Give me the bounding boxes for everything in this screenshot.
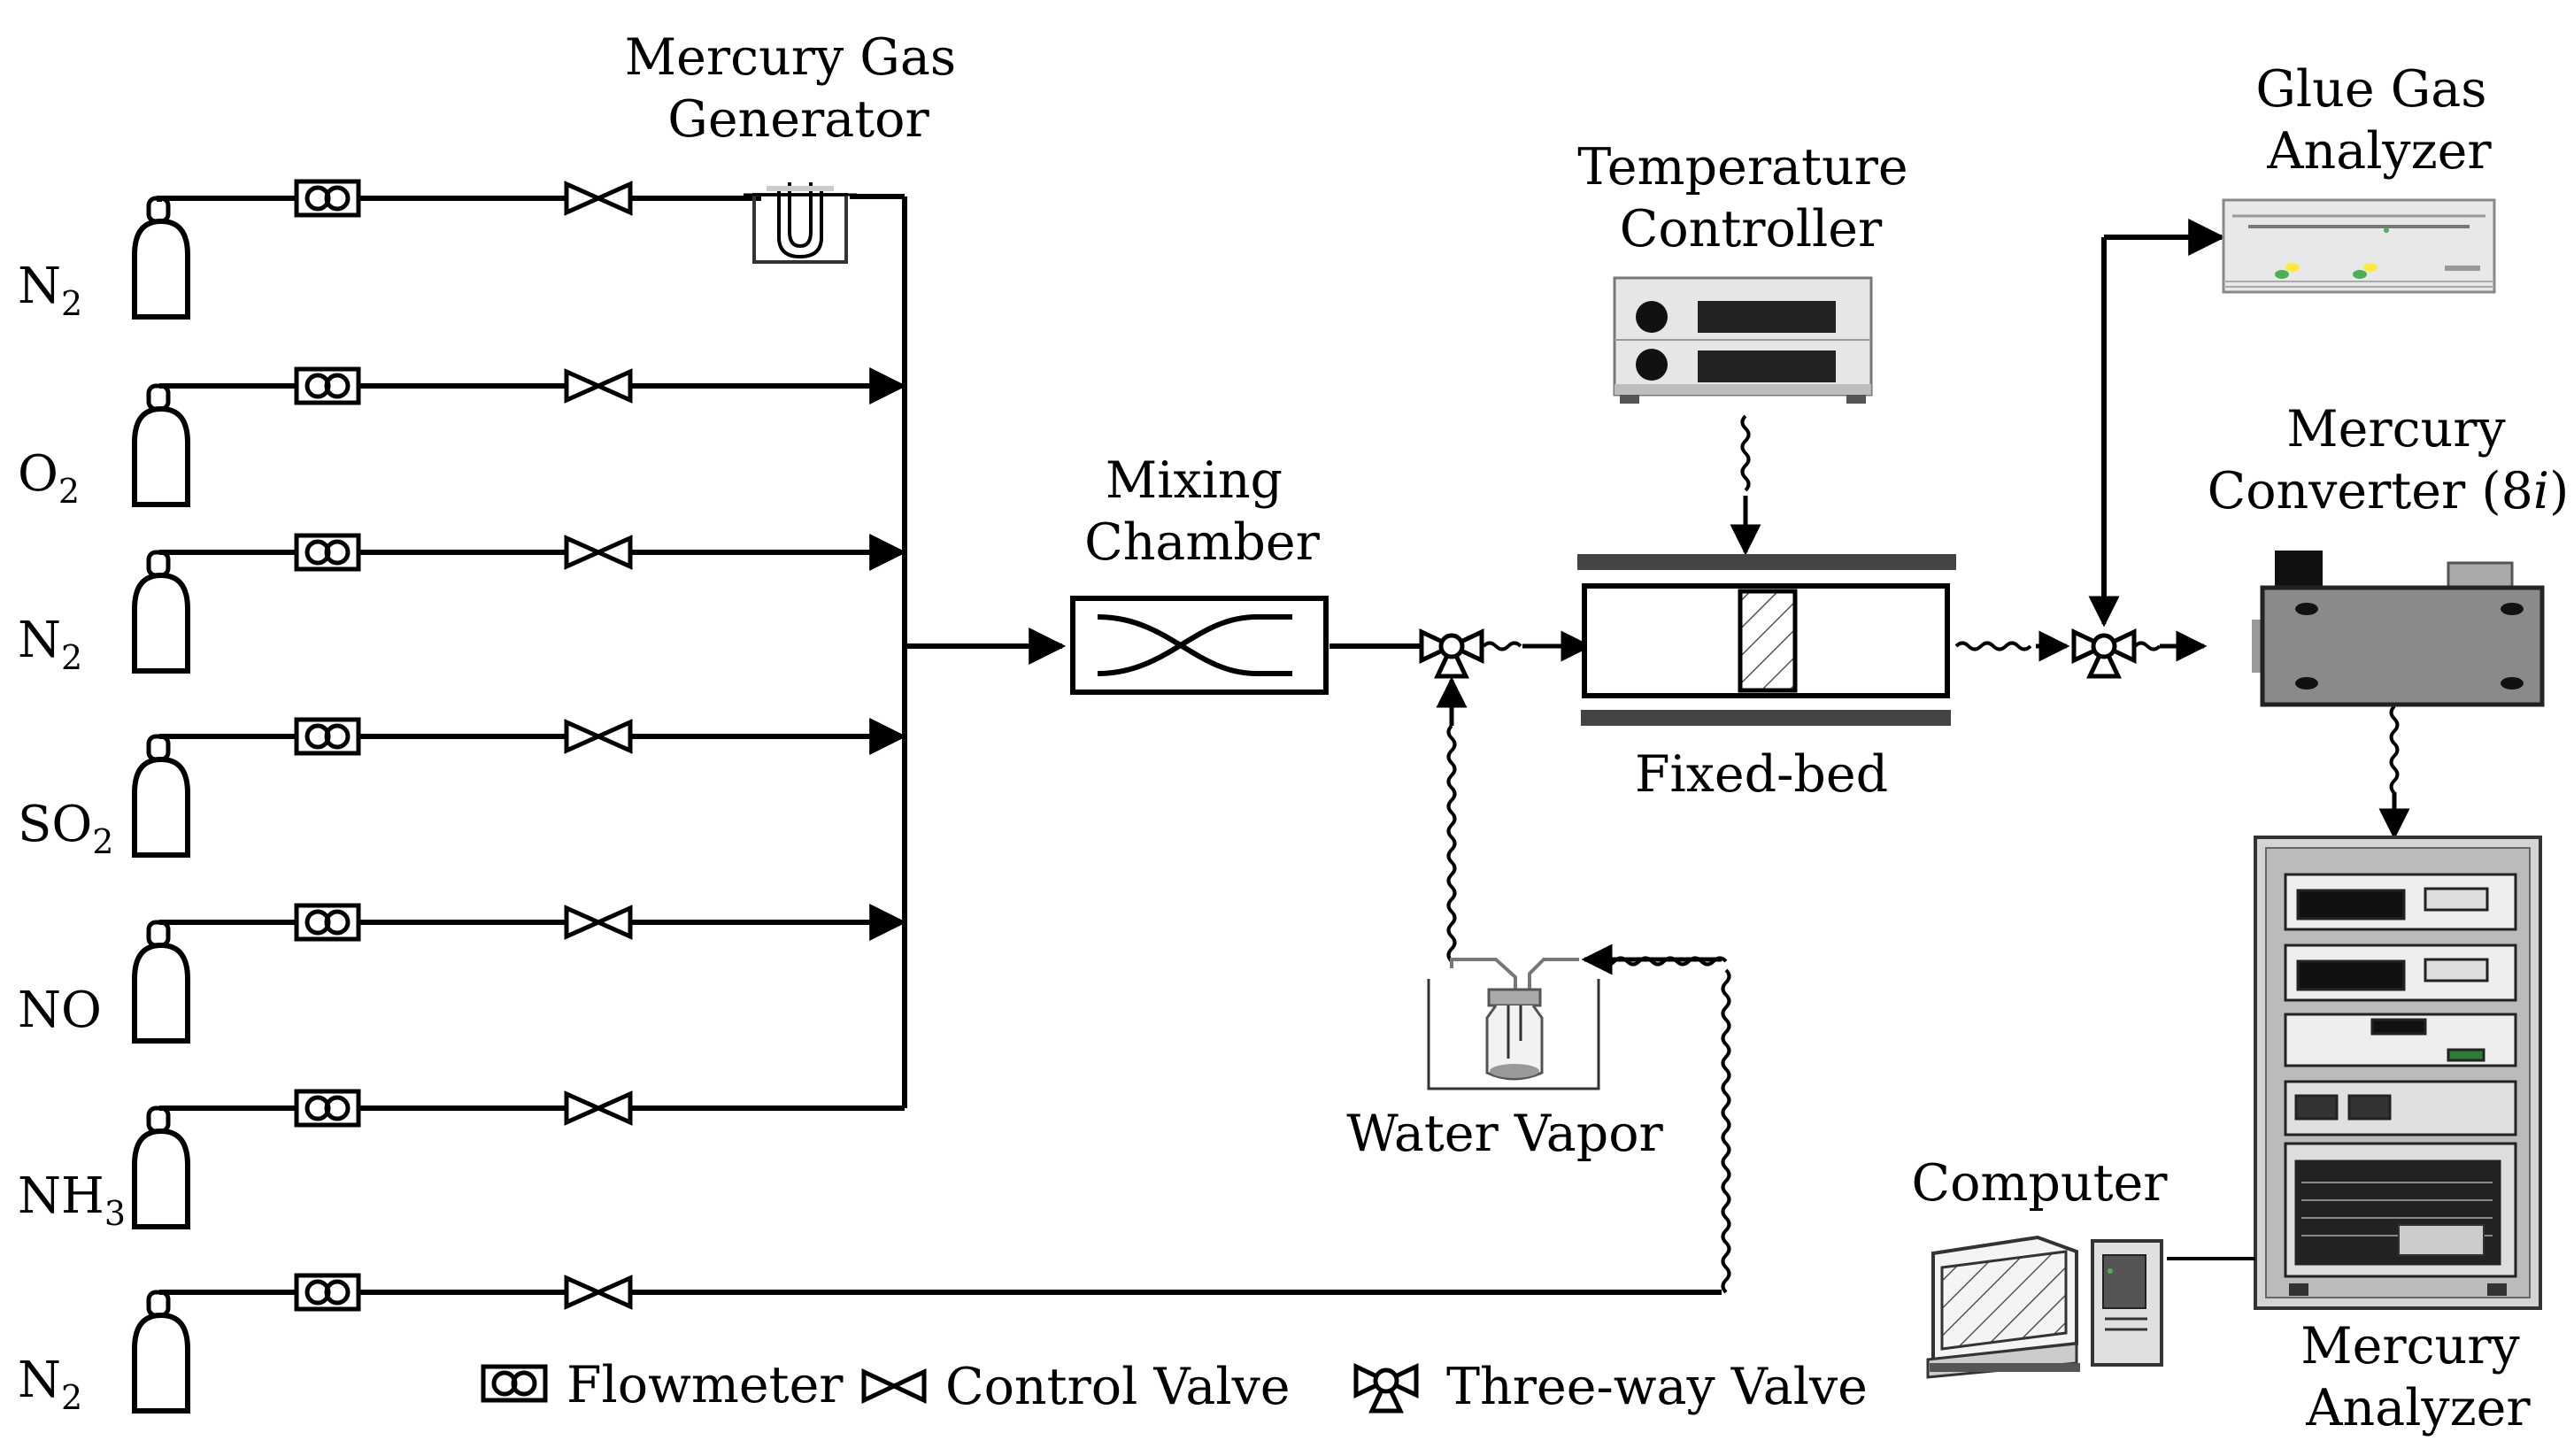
gas-cylinder — [132, 1290, 190, 1414]
mercury-analyzer — [2254, 836, 2542, 1310]
glue-gas-analyzer-label: Glue Gas Analyzer — [2255, 60, 2502, 181]
gas-label: SO2 — [18, 796, 113, 861]
legend-flowmeter-icon — [481, 1364, 548, 1403]
flowmeter-icon — [294, 1089, 361, 1128]
gas-label: N2 — [18, 612, 82, 677]
control-valve-icon — [564, 181, 633, 216]
catalyst-bed — [1738, 589, 1798, 693]
gas-label: N2 — [18, 258, 82, 323]
gas-cylinder — [132, 550, 190, 674]
mercury-analyzer-label: Mercury Analyzer — [2300, 1317, 2536, 1437]
mercury-gas-generator — [744, 182, 857, 264]
control-valve-icon — [564, 719, 633, 754]
gas-label: NO — [18, 982, 102, 1039]
fixed-bed-label: Fixed-bed — [1635, 745, 1888, 804]
gas-cylinder — [132, 1105, 190, 1229]
gas-cylinders — [132, 196, 190, 1414]
temperature-controller-label: Temperature Controller — [1577, 138, 1924, 258]
three-way-valve-outlet — [2071, 628, 2137, 679]
flowmeter-icon — [294, 717, 361, 756]
water-vapor-bubbler — [1427, 958, 1600, 1090]
legend-control-valve-label: Control Valve — [945, 1358, 1291, 1416]
control-valve-icon — [564, 368, 633, 404]
control-valves — [564, 181, 633, 1310]
legend-flowmeter-label: Flowmeter — [566, 1356, 844, 1414]
mercury-converter-label: Mercury Converter (8i) — [2208, 400, 2570, 520]
flowmeters — [294, 179, 361, 1312]
legend-control-valve-icon — [861, 1368, 927, 1404]
computer-label: Computer — [1911, 1154, 2168, 1213]
mercury-gas-generator-label: Mercury Gas Generator — [625, 28, 972, 149]
mercury-converter — [2252, 551, 2545, 707]
control-valve-icon — [564, 1275, 633, 1310]
legend: Flowmeter Control Valve Three-way Valve — [481, 1356, 1868, 1416]
three-way-valve-inlet — [1419, 628, 1484, 679]
computer — [1926, 1235, 2163, 1379]
gas-cylinder — [132, 734, 190, 858]
temperature-controller — [1613, 276, 1873, 404]
gas-cylinder — [132, 383, 190, 507]
mixing-chamber — [1070, 596, 1329, 695]
gas-label: N2 — [18, 1352, 82, 1417]
control-valve-icon — [564, 905, 633, 940]
gas-label: NH3 — [18, 1167, 126, 1233]
flowmeter-icon — [294, 366, 361, 405]
legend-three-way-valve-icon — [1353, 1363, 1419, 1414]
flowmeter-icon — [294, 903, 361, 942]
flowmeter-icon — [294, 1273, 361, 1312]
control-valve-icon — [564, 535, 633, 570]
legend-three-way-valve-label: Three-way Valve — [1446, 1358, 1868, 1416]
gas-cylinder — [132, 196, 190, 320]
gas-cylinder — [132, 920, 190, 1044]
gas-lines — [157, 194, 2226, 1295]
gas-label: O2 — [18, 445, 80, 511]
glue-gas-analyzer — [2222, 198, 2496, 294]
mixing-chamber-label: Mixing Chamber — [1084, 451, 1321, 572]
control-valve-icon — [564, 1090, 633, 1126]
water-vapor-label: Water Vapor — [1346, 1105, 1663, 1163]
fixed-bed — [1577, 554, 1956, 726]
flowmeter-icon — [294, 533, 361, 572]
flowmeter-icon — [294, 179, 361, 218]
